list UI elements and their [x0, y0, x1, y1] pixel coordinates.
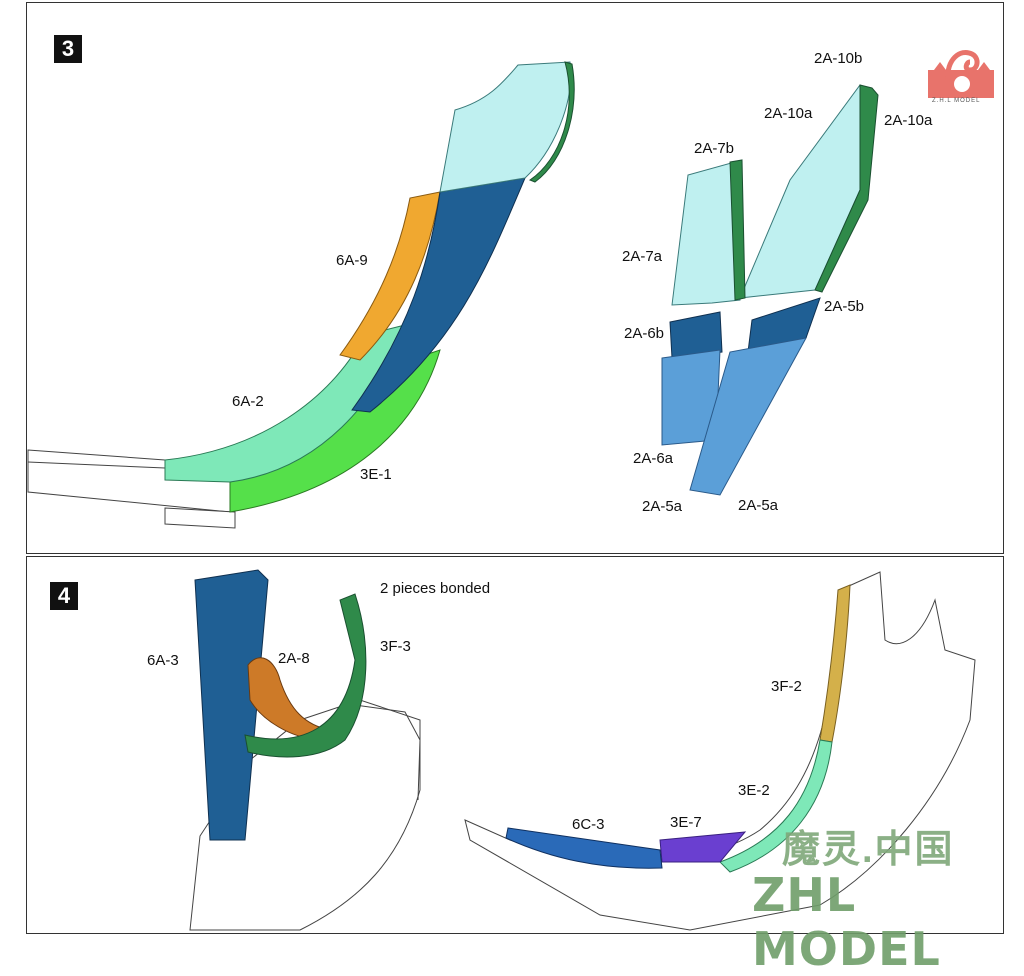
watermark-chinese: 魔灵.中国 — [782, 829, 955, 871]
part-6C-3 — [505, 827, 663, 869]
part-3E-7 — [659, 831, 747, 863]
part-3F-2 — [819, 584, 851, 743]
part-2A-5a — [689, 337, 807, 496]
label-2A-7b: 2A-7b — [694, 140, 735, 157]
label-6A-2: 6A-2 — [232, 393, 264, 410]
step-4-badge: 4 — [50, 582, 78, 610]
label-2-pieces-bonded: 2 pieces bonded — [380, 580, 491, 597]
label-3E-7: 3E-7 — [670, 814, 702, 831]
label-2A-5a-left: 2A-5a — [642, 498, 683, 515]
label-2A-10a-left: 2A-10a — [764, 105, 813, 122]
label-2A-10b: 2A-10b — [814, 50, 863, 67]
label-2A-6a: 2A-6a — [633, 450, 674, 467]
label-2A-10a-right: 2A-10a — [884, 112, 933, 129]
step4-stem-frame — [189, 699, 421, 931]
part-3E-2 — [719, 739, 833, 873]
part-2A-6b — [669, 311, 723, 359]
part-cyan-stem-top — [439, 61, 572, 193]
label-3E-2: 3E-2 — [738, 782, 770, 799]
label-2A-5b: 2A-5b — [824, 298, 865, 315]
label-3E-1: 3E-1 — [360, 466, 392, 483]
label-2A-8: 2A-8 — [278, 650, 310, 667]
label-2A-7a: 2A-7a — [622, 248, 663, 265]
part-6A-3 — [194, 569, 269, 841]
step3-keel-base — [27, 449, 236, 529]
assembly-diagram — [27, 61, 976, 931]
watermark-english: ZHL MODEL — [752, 868, 941, 976]
label-3F-2: 3F-2 — [771, 678, 802, 695]
label-6A-3: 6A-3 — [147, 652, 179, 669]
label-2A-5a-right: 2A-5a — [738, 497, 779, 514]
label-2A-6b: 2A-6b — [624, 325, 665, 342]
part-2A-8 — [247, 657, 332, 741]
zhl-logo-icon — [928, 50, 994, 98]
label-6A-9: 6A-9 — [336, 252, 368, 269]
label-6C-3: 6C-3 — [572, 816, 605, 833]
label-3F-3: 3F-3 — [380, 638, 411, 655]
logo-caption: Z.H.L MODEL — [932, 98, 981, 104]
step-3-badge: 3 — [54, 35, 82, 63]
part-3F-3 — [244, 593, 367, 758]
